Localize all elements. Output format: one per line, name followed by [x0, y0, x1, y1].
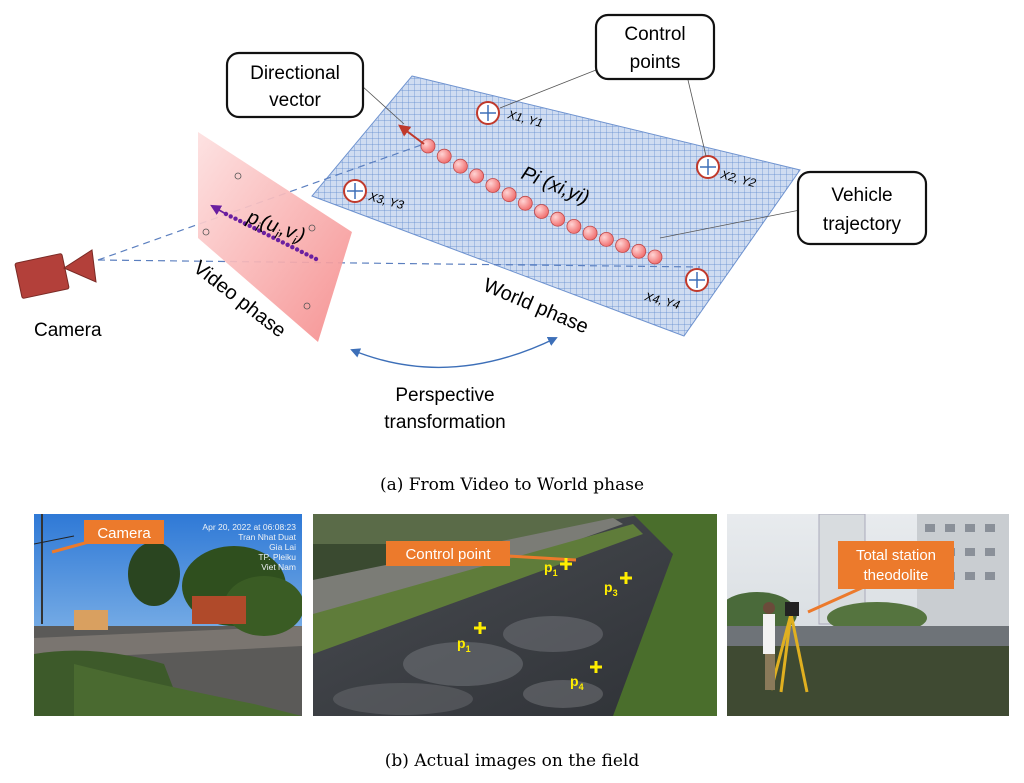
transformation-label-line1: Perspective [395, 385, 494, 406]
vehicle-trajectory [420, 138, 663, 265]
control-point-3 [343, 179, 367, 203]
photo3-tag-line1: Total station [856, 547, 936, 564]
pixel-point [266, 233, 271, 238]
transformation-label-line2: transformation [384, 412, 505, 433]
pixel-point [257, 228, 262, 233]
pixel-direction-arrow [210, 204, 227, 215]
svg-text:Viet Nam: Viet Nam [261, 562, 296, 572]
pixel-point [280, 240, 285, 245]
svg-text:p3: p3 [604, 579, 618, 598]
pixel-point [238, 218, 243, 224]
callout-directional-vector: Directional vector [225, 51, 365, 119]
leader-control-2 [687, 79, 707, 157]
photo-camera-site: Camera Apr 20, 2022 at 06:08:23 Tran Nha… [34, 514, 302, 716]
trajectory-point [599, 231, 614, 247]
pixel-point [294, 247, 300, 252]
svg-text:vector: vector [269, 90, 321, 111]
svg-text:Control: Control [624, 24, 685, 45]
trajectory-point [631, 243, 647, 259]
trajectory-point [436, 148, 452, 164]
photo-control-points: Control point p1 p3 p1 p4 [313, 514, 717, 716]
world-plane [311, 75, 801, 337]
photo2-points: p1 p3 p1 p4 [457, 558, 632, 692]
photo1-tag: Camera [97, 525, 151, 542]
svg-text:p1: p1 [544, 559, 558, 578]
trajectory-point [420, 138, 436, 154]
trajectory-point [452, 158, 468, 174]
caption-b: (b) Actual images on the field [385, 751, 640, 771]
leader-control-1 [499, 69, 597, 109]
pixel-point [309, 254, 314, 259]
svg-text:p4: p4 [570, 673, 584, 692]
svg-text:Tran Nhat Duat: Tran Nhat Duat [238, 532, 296, 542]
svg-text:Directional: Directional [250, 63, 340, 84]
control-point-1 [476, 101, 500, 125]
pixel-point [228, 214, 233, 219]
pixel-point [247, 223, 252, 228]
camera-icon [14, 249, 97, 299]
pixel-point [233, 216, 238, 221]
svg-text:trajectory: trajectory [823, 214, 902, 235]
trajectory-point [566, 218, 582, 234]
sight-line-lower [97, 259, 701, 268]
pixel-point [252, 226, 257, 231]
trajectory-point [534, 204, 549, 219]
trajectory-point [485, 178, 501, 193]
callout-vehicle-trajectory: Vehicle trajectory [796, 170, 928, 246]
photo3-tag-line2: theodolite [863, 567, 928, 584]
control-point-2 [696, 155, 720, 179]
pixel-point [275, 237, 281, 243]
camera-label: Camera [34, 320, 102, 341]
leader-trajectory [659, 209, 801, 239]
photo-theodolite: Total station theodolite [727, 514, 1009, 716]
photo1-tag-box [84, 520, 164, 544]
leader-directional [361, 85, 405, 125]
transformation-arrow [350, 337, 558, 368]
svg-text:TP. Pleiku: TP. Pleiku [258, 552, 296, 562]
control-point-4 [685, 268, 709, 292]
trajectory-point [501, 187, 517, 203]
trajectory-point [469, 168, 485, 184]
trajectory-point [647, 249, 663, 265]
photo2-point-1a: p1 [544, 558, 572, 578]
pixel-point [285, 242, 290, 247]
diagram-panel: Camera pi(ui,vi) Video phase World phase… [14, 13, 928, 495]
callout-control-points: Control points [594, 13, 716, 81]
trajectory-point [582, 225, 598, 241]
caption-a: (a) From Video to World phase [380, 475, 644, 495]
photo2-tag: Control point [405, 546, 491, 563]
photo2-tag-box [386, 541, 510, 566]
svg-text:p1: p1 [457, 635, 471, 654]
pixel-point [261, 230, 267, 236]
pixel-point [313, 256, 319, 262]
pixel-point [290, 245, 295, 250]
trajectory-point [550, 211, 566, 227]
svg-text:Vehicle: Vehicle [831, 185, 892, 206]
pixel-trajectory [223, 211, 319, 262]
photo2-point-4: p4 [570, 661, 602, 692]
svg-text:points: points [630, 52, 681, 73]
control-point-markers [343, 101, 720, 292]
svg-text:Apr 20, 2022 at 06:08:23: Apr 20, 2022 at 06:08:23 [202, 522, 296, 532]
trajectory-point [615, 238, 630, 253]
pixel-point [271, 235, 276, 240]
photo3-tag-box [838, 541, 954, 589]
pixel-point [304, 252, 309, 257]
photo1-overlay-text: Apr 20, 2022 at 06:08:23 Tran Nhat Duat … [202, 522, 296, 572]
video-markers [202, 172, 316, 310]
pixel-point [242, 221, 248, 226]
trajectory-point [517, 195, 533, 211]
svg-text:Gia Lai: Gia Lai [269, 542, 296, 552]
photo2-point-3: p3 [604, 572, 632, 598]
directional-vector-arrow [398, 124, 425, 145]
pixel-point [299, 249, 304, 255]
photo2-point-1b: p1 [457, 622, 486, 654]
